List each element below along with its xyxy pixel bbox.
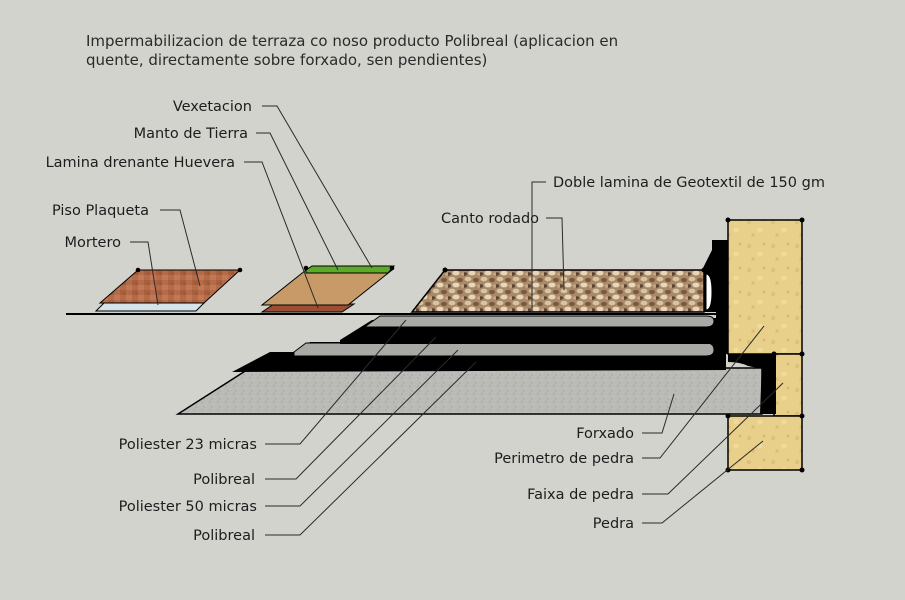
lamina-huevera-layer xyxy=(260,303,356,313)
label-vexetacion: Vexetacion xyxy=(173,99,252,115)
label-piso-plaqueta: Piso Plaqueta xyxy=(52,203,149,219)
canto-rodado-layer xyxy=(410,269,705,313)
label-poliester-50: Poliester 50 micras xyxy=(119,499,257,515)
faixa-pedra-block xyxy=(773,353,803,417)
plaqueta-dots xyxy=(135,267,243,273)
label-perimetro-pedra: Perimetro de pedra xyxy=(494,451,634,467)
piso-plaqueta-layer xyxy=(98,269,242,304)
label-lamina-huevera: Lamina drenante Huevera xyxy=(46,155,235,171)
manto-tierra-layer xyxy=(260,269,394,306)
perimetro-pedra-block xyxy=(727,219,803,355)
poliester-50-strip xyxy=(293,342,715,357)
polibreal-upturn xyxy=(702,240,728,354)
pedra-block xyxy=(727,415,803,471)
label-doble-geotextil: Doble lamina de Geotextil de 150 gm xyxy=(553,175,825,191)
label-polibreal-1: Polibreal xyxy=(193,472,255,488)
label-poliester-23: Poliester 23 micras xyxy=(119,437,257,453)
label-pedra: Pedra xyxy=(593,516,634,532)
label-forxado: Forxado xyxy=(576,426,634,442)
poliester-23-strip xyxy=(365,315,715,328)
gravel-corner-dots xyxy=(442,267,707,273)
label-manto-tierra: Manto de Tierra xyxy=(134,126,248,142)
geotextil-upturn xyxy=(705,273,713,311)
label-canto-rodado: Canto rodado xyxy=(441,211,539,227)
title-line-2: quente, directamente sobre forxado, sen … xyxy=(86,51,487,69)
polibreal-side-fill xyxy=(760,360,776,414)
mortero-layer xyxy=(94,302,206,312)
leader-lines xyxy=(130,105,784,536)
vexetacion-layer xyxy=(305,265,396,274)
green-roof-dots xyxy=(303,265,395,271)
forxado-slab xyxy=(175,367,763,415)
label-faixa-pedra: Faixa de pedra xyxy=(527,487,634,503)
label-polibreal-2: Polibreal xyxy=(193,528,255,544)
label-mortero: Mortero xyxy=(65,235,122,251)
title-line-1: Impermabilizacion de terraza co noso pro… xyxy=(86,32,618,50)
